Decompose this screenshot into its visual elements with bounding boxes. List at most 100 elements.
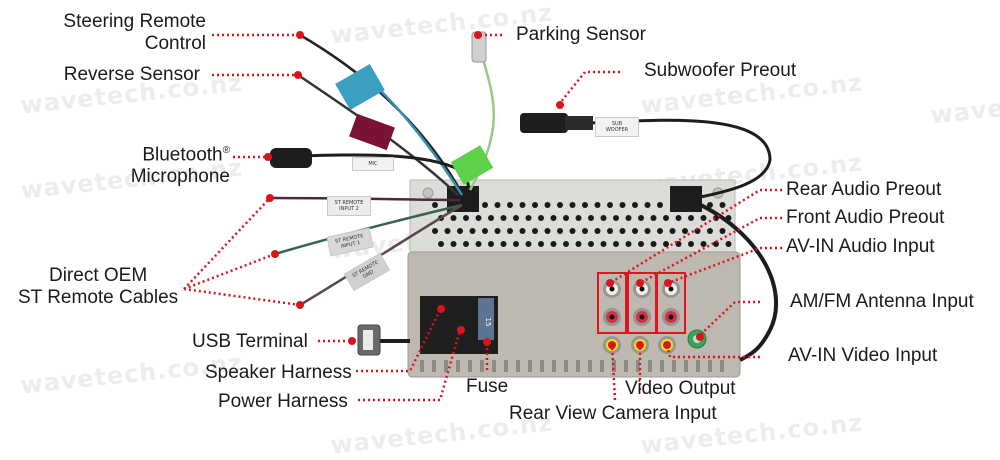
vent-hole — [700, 241, 707, 247]
label-fuse: Fuse — [466, 376, 509, 397]
vent-hole — [519, 202, 526, 208]
vent-hole — [532, 202, 538, 208]
vent-hole — [500, 241, 507, 247]
tag-line: MIC — [368, 161, 378, 167]
vent-hole — [525, 215, 532, 221]
vent-hole — [463, 241, 469, 247]
screw — [422, 187, 434, 199]
rca-group-avin — [656, 272, 686, 334]
vent-hole — [638, 215, 644, 221]
vent-hole — [582, 202, 588, 208]
vent-hole — [469, 228, 476, 234]
vent-hole — [525, 241, 532, 247]
rca-group-rear — [597, 272, 627, 334]
vent-hole — [663, 241, 669, 247]
vent-hole — [569, 228, 576, 234]
tag-line: ST REMOTE — [334, 200, 364, 206]
vent-hole — [632, 228, 638, 234]
mic-cable — [269, 153, 470, 197]
label-rear-view-camera-input: Rear View Camera Input — [509, 403, 717, 424]
rca-jack-pin — [668, 286, 674, 292]
label-video-output: Video Output — [625, 378, 736, 399]
heatsink-fin — [720, 360, 724, 372]
vent-hole — [707, 202, 713, 208]
label-subwoofer-preout: Subwoofer Preout — [644, 60, 797, 81]
vent-hole — [519, 228, 526, 234]
heatsink-fin — [684, 360, 688, 372]
rca-jack-pin — [639, 286, 645, 292]
vent-hole — [563, 215, 569, 221]
parking-tag — [450, 145, 494, 185]
steering-tag — [335, 64, 385, 110]
heatsink-fin — [456, 360, 460, 372]
rca-jack-pin — [639, 314, 645, 320]
heatsink-fin — [648, 360, 652, 372]
vent-hole — [607, 228, 613, 234]
heatsink-fin — [624, 360, 628, 372]
vent-hole — [507, 228, 513, 234]
tag-line: SUB — [611, 121, 623, 127]
heatsink-fin — [708, 360, 712, 372]
rca-jack-pin — [609, 286, 615, 292]
label-front-audio-preout: Front Audio Preout — [786, 207, 945, 228]
vent-hole — [675, 215, 682, 221]
st-remote-input-1-cable — [274, 203, 463, 256]
vent-hole — [682, 228, 688, 234]
vent-hole — [638, 241, 644, 247]
vent-hole — [688, 215, 694, 221]
mic-tag: MIC — [352, 157, 394, 171]
label-rear-audio-preout: Rear Audio Preout — [786, 179, 942, 200]
registered-mark: ® — [222, 145, 230, 156]
vent-hole — [613, 215, 619, 221]
heatsink-fin — [588, 360, 592, 372]
st-remote-input-2-cable — [269, 196, 461, 202]
heatsink-fin — [696, 360, 700, 372]
vent-hole — [494, 228, 501, 234]
vent-hole — [513, 241, 519, 247]
label-am-fm-antenna-input: AM/FM Antenna Input — [790, 291, 974, 312]
vent-hole — [500, 215, 507, 221]
vent-hole — [594, 202, 601, 208]
vent-hole — [650, 241, 657, 247]
vent-hole — [494, 202, 501, 208]
heatsink-fin — [576, 360, 580, 372]
vent-hole — [613, 241, 619, 247]
heatsink-fin — [636, 360, 640, 372]
fuse-block — [478, 298, 494, 340]
vent-hole — [713, 241, 719, 247]
vent-hole — [575, 241, 582, 247]
heatsink-fin — [492, 360, 496, 372]
label-reverse-sensor: Reverse Sensor — [63, 64, 200, 85]
vent-hole — [650, 215, 657, 221]
vent-hole — [688, 241, 694, 247]
vent-hole — [457, 228, 463, 234]
heatsink-fin — [528, 360, 532, 372]
vent-hole — [625, 215, 632, 221]
rca-jack-pin — [668, 314, 674, 320]
heatsink-fin — [516, 360, 520, 372]
vent-hole — [625, 241, 632, 247]
vent-hole — [700, 215, 707, 221]
heatsink-fins — [420, 360, 724, 372]
vent-hole — [600, 215, 607, 221]
label-line: Steering Remote — [63, 11, 206, 32]
vent-hole — [707, 228, 713, 234]
label-speaker-harness: Speaker Harness — [205, 362, 352, 383]
vent-hole — [507, 202, 513, 208]
heatsink-fin — [420, 360, 424, 372]
label-line: Control — [144, 33, 206, 54]
label-av-in-audio-input: AV-IN Audio Input — [786, 236, 935, 257]
vent-hole — [588, 215, 594, 221]
heatsink-fin — [672, 360, 676, 372]
label-line: Microphone — [130, 166, 230, 188]
tag-line: WOOFER — [605, 127, 629, 133]
tag-line: INPUT 2 — [339, 206, 359, 212]
vent-hole — [663, 215, 669, 221]
vent-hole — [444, 228, 451, 234]
vent-hole — [557, 228, 563, 234]
vent-hole — [594, 228, 601, 234]
vent-hole — [450, 241, 457, 247]
label-direct-oem-st-remote-cables: Direct OEM ST Remote Cables — [18, 265, 178, 309]
label-line: Direct OEM — [48, 265, 148, 286]
